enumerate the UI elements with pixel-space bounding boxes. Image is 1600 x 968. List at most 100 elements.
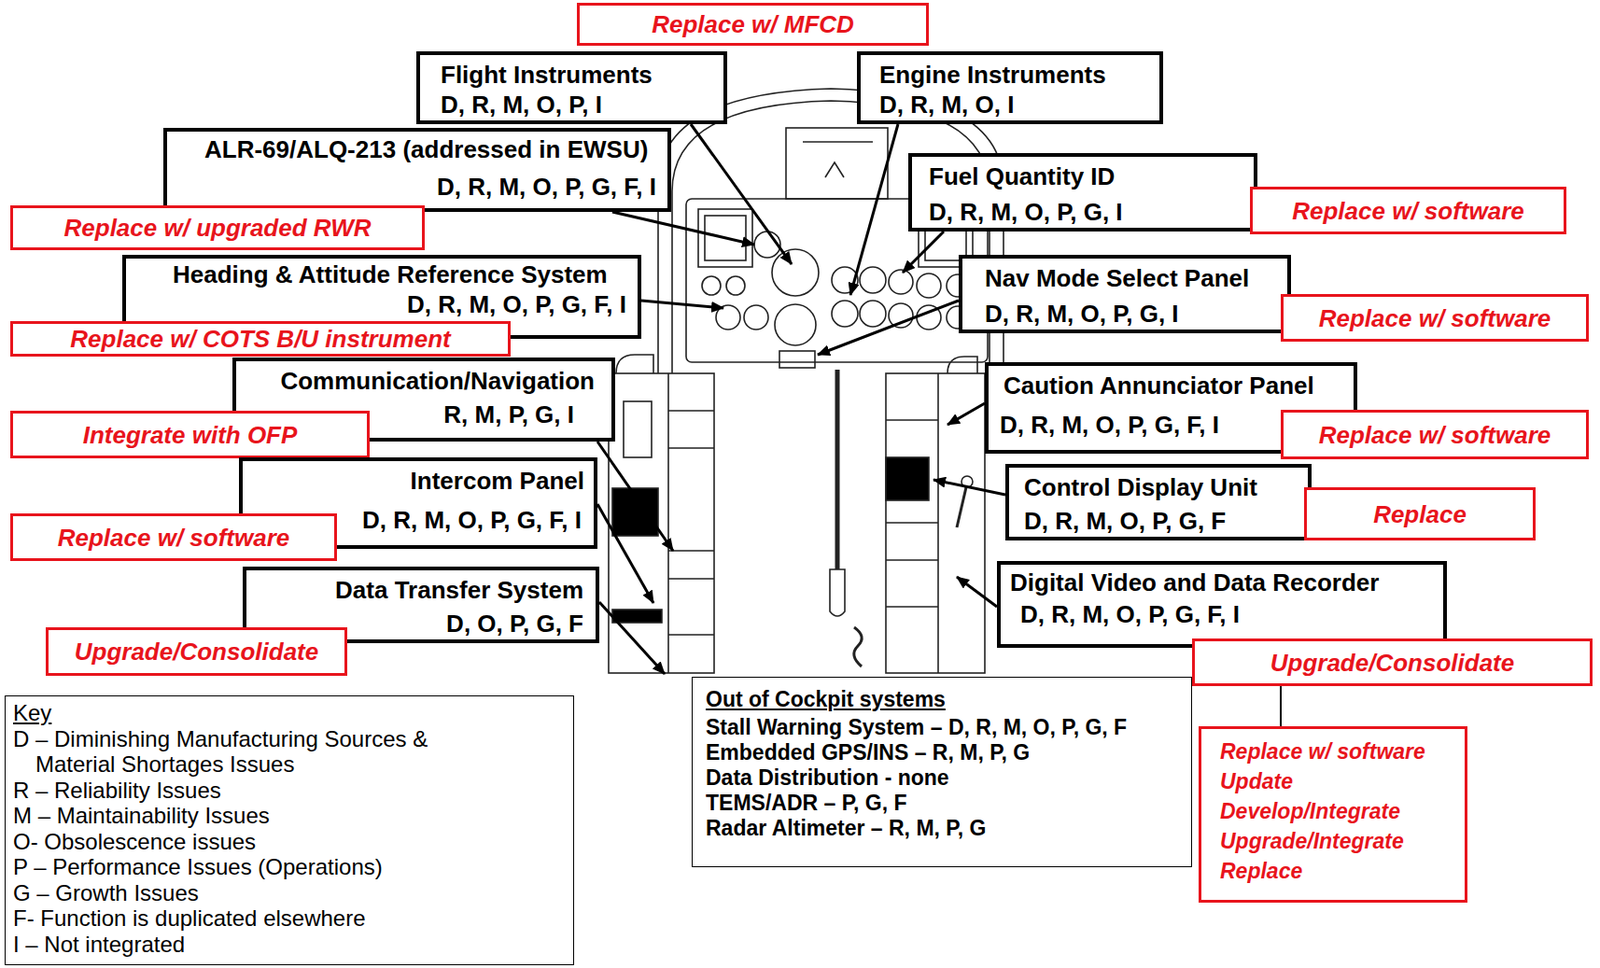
recommendation-item: Develop/Integrate: [1220, 796, 1446, 827]
recommendation-item: Update: [1220, 766, 1446, 797]
hose: [854, 627, 862, 667]
issue-codes: D, R, M, O, P, G, I: [912, 197, 1123, 226]
issue-codes: D, O, P, G, F: [446, 609, 596, 638]
gauge: [859, 300, 886, 327]
console-line: [667, 373, 670, 674]
recommendation-text: Replace: [1373, 500, 1467, 529]
section-heading: Out of Cockpit systems: [705, 687, 1179, 713]
system-name: Communication/Navigation: [280, 366, 612, 395]
system-name: Engine Instruments: [860, 60, 1107, 89]
console-panel: [612, 609, 662, 623]
throttle: [956, 487, 967, 528]
recommendation-text: Replace w/ software: [57, 523, 291, 552]
leader-line: [599, 602, 665, 674]
gauge: [771, 249, 819, 296]
leader-line: [817, 300, 959, 355]
recommendation-box: Integrate with OFP: [10, 410, 370, 459]
recommendation-box: Upgrade/Consolidate: [45, 627, 348, 676]
recommendation-item: Replace w/ software: [1220, 736, 1446, 767]
recommendation-box: Replace w/ software: [1280, 294, 1589, 342]
key-entry: I – Not integrated: [13, 931, 566, 958]
leader-line: [612, 211, 755, 245]
system-name: Flight Instruments: [420, 60, 653, 89]
system-name: Fuel Quantity ID: [912, 162, 1115, 191]
console-detail: [623, 401, 652, 458]
system-name: Heading & Attitude Reference System: [126, 260, 608, 289]
system-name: Intercom Panel: [410, 466, 594, 495]
system-entry: Data Distribution - none: [705, 765, 1179, 791]
system-name: Data Transfer System: [335, 575, 596, 604]
system-name: Control Display Unit: [1009, 473, 1258, 502]
gauge: [859, 266, 886, 294]
recommendation-box: Replace w/ software: [1280, 409, 1589, 460]
recommendation-text: Replace w/ software: [1319, 421, 1552, 450]
key-entry: D – Diminishing Manufacturing Sources & …: [13, 726, 499, 778]
gauge: [701, 276, 721, 295]
recommendation-box: Replace w/ MFCD: [576, 2, 929, 46]
recommendation-item: Upgrade/Integrate: [1220, 826, 1446, 857]
system-box: Flight InstrumentsD, R, M, O, P, I: [416, 51, 728, 125]
console-detail: [947, 356, 978, 374]
console-panel: [885, 457, 929, 501]
leader-line: [947, 403, 985, 425]
nav-panel: [779, 350, 815, 368]
hud-symbol: [825, 162, 844, 178]
recommendation-box: Replace w/ software: [10, 513, 337, 562]
system-entry: Radar Altimeter – R, M, P, G: [705, 815, 1179, 842]
recommendation-text: Upgrade/Consolidate: [1270, 648, 1515, 677]
connector-line: [1279, 686, 1282, 727]
leader-line: [597, 504, 654, 604]
stick-grip: [829, 569, 845, 617]
system-entry: Embedded GPS/INS – R, M, P, G: [705, 740, 1179, 766]
recommendation-item: Replace: [1220, 856, 1446, 886]
key-entry: F- Function is duplicated elsewhere: [13, 905, 566, 932]
leader-line: [690, 124, 792, 265]
issue-codes: R, M, P, G, I: [443, 400, 612, 429]
out-of-cockpit-box: Out of Cockpit systemsStall Warning Syst…: [691, 676, 1193, 868]
system-box: Digital Video and Data RecorderD, R, M, …: [996, 561, 1447, 648]
console-line: [885, 420, 939, 607]
system-box: ALR-69/ALQ-213 (addressed in EWSU) D, R, …: [163, 127, 672, 212]
system-box: Control Display Unit D, R, M, O, P, G, F: [1005, 463, 1312, 541]
issue-codes: D, R, M, O, P, G, F, I: [988, 410, 1220, 439]
issue-codes: D, R, M, O, P, I: [420, 90, 603, 119]
recommendation-box: Replace w/ upgraded RWR: [10, 205, 425, 251]
gauge: [916, 273, 941, 298]
system-entry: TEMS/ADR – P, G, F: [705, 790, 1179, 816]
key-box: KeyD – Diminishing Manufacturing Sources…: [4, 695, 575, 966]
issue-codes: D, R, M, O, P, G, I: [962, 299, 1179, 328]
leader-line: [597, 441, 674, 551]
issue-codes: D, R, M, O, P, G, F, I: [1000, 600, 1240, 629]
key-entry: R – Reliability Issues: [13, 777, 566, 804]
key-entry: O- Obsolescence issues: [13, 828, 566, 856]
leader-line: [850, 124, 899, 295]
system-name: ALR-69/ALQ-213 (addressed in EWSU): [167, 135, 648, 164]
key-entry: P – Performance Issues (Operations): [13, 854, 566, 881]
gauge: [726, 276, 745, 295]
issue-codes: D, R, M, O, P, G, F, I: [436, 172, 668, 201]
hud-line: [802, 140, 873, 143]
gauge: [831, 300, 858, 327]
recommendation-text: Integrate with OFP: [83, 421, 298, 450]
recommendation-text: Upgrade/Consolidate: [74, 637, 319, 666]
recommendation-text: Replace w/ upgraded RWR: [64, 213, 372, 242]
issue-codes: D, R, M, O, I: [860, 90, 1014, 119]
hud-glass: [785, 127, 888, 199]
console-line: [668, 410, 715, 635]
system-name: Nav Mode Select Panel: [962, 264, 1250, 293]
gauge: [774, 304, 816, 346]
leader-line: [902, 231, 944, 273]
system-entry: Stall Warning System – D, R, M, O, P, G,…: [705, 715, 1179, 741]
issue-codes: D, R, M, O, P, G, F, I: [407, 290, 638, 319]
system-box: Fuel Quantity ID D, R, M, O, P, G, I: [908, 153, 1258, 232]
issue-codes: D, R, M, O, P, G, F, I: [362, 505, 594, 534]
recommendation-text: Replace w/ COTS B/U instrument: [70, 324, 450, 353]
recommendation-text: Replace w/ software: [1291, 196, 1525, 225]
issue-codes: D, R, M, O, P, G, F: [1009, 506, 1226, 535]
recommendation-box: Replace w/ software: [1249, 186, 1567, 235]
system-box: Nav Mode Select Panel D, R, M, O, P, G, I: [958, 254, 1292, 334]
recommendation-box: Upgrade/Consolidate: [1192, 638, 1593, 687]
leader-line: [641, 300, 724, 309]
key-entry: M – Maintainability Issues: [13, 802, 566, 829]
console-detail: [616, 354, 654, 374]
